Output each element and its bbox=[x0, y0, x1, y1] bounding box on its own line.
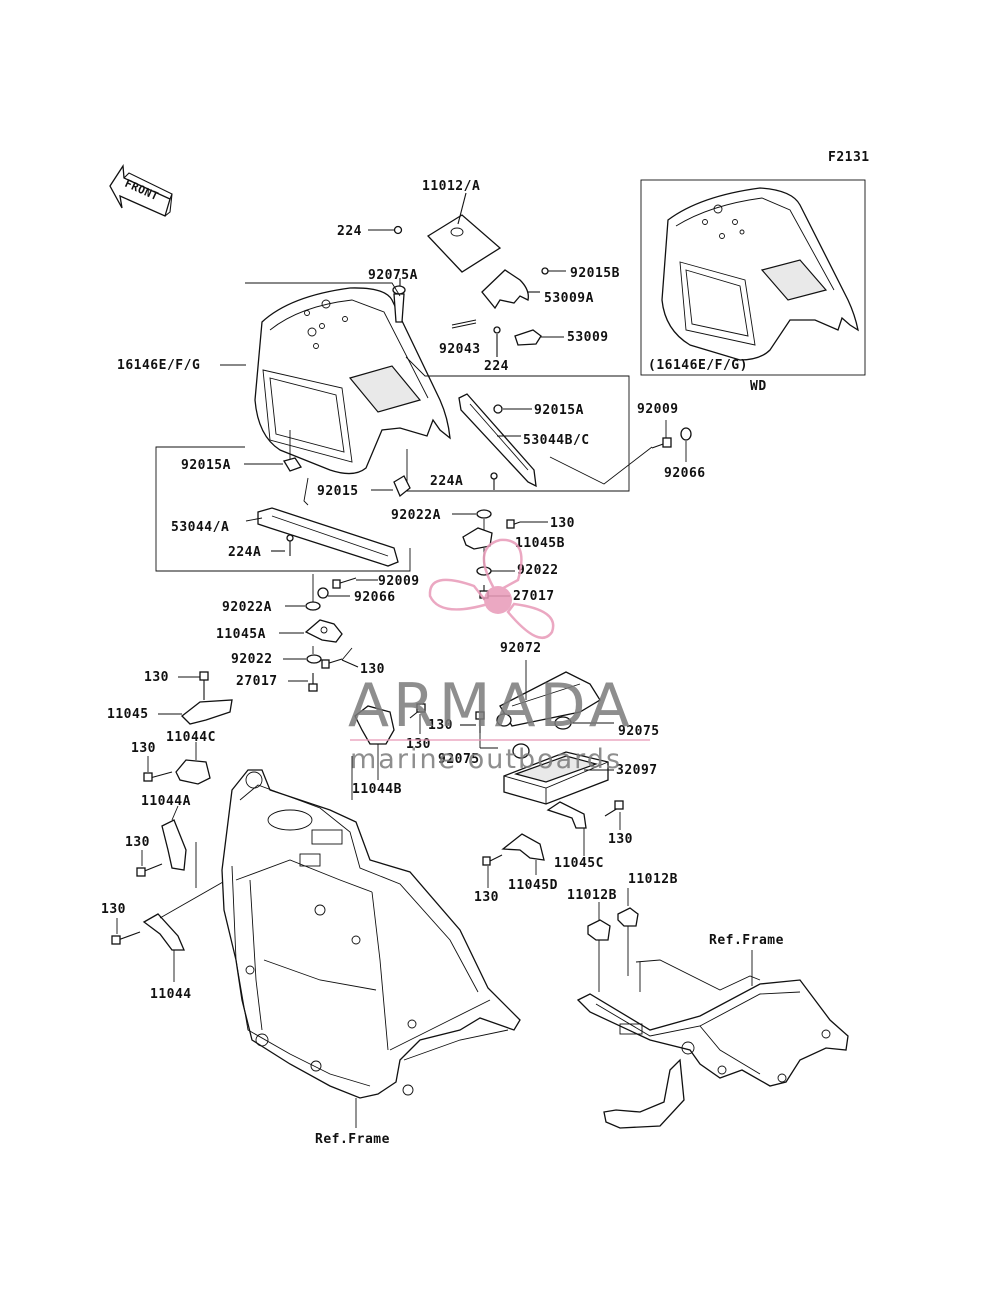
callout-11045A: 11045A bbox=[216, 627, 266, 642]
callout-92066: 92066 bbox=[664, 466, 706, 481]
callout-92009: 92009 bbox=[637, 402, 679, 417]
callout-130: 130 bbox=[131, 741, 156, 756]
callout-224: 224 bbox=[484, 359, 509, 374]
callout-92015B: 92015B bbox=[570, 266, 620, 281]
callout-53044BC: 53044B/C bbox=[523, 433, 590, 448]
front-arrow-icon: FRONT bbox=[109, 164, 173, 217]
callout-53009A: 53009A bbox=[544, 291, 594, 306]
callout-92009: 92009 bbox=[378, 574, 420, 589]
callout-224A: 224A bbox=[430, 474, 463, 489]
callout-92075: 92075 bbox=[618, 724, 660, 739]
callout-27017: 27017 bbox=[513, 589, 555, 604]
callout-53044A: 53044/A bbox=[171, 520, 229, 535]
watermark-logo: ARMADA marine outboards bbox=[348, 538, 650, 775]
callout-130: 130 bbox=[144, 670, 169, 685]
callout-16146EFG: 16146E/F/G bbox=[117, 358, 200, 373]
battery-area bbox=[460, 660, 639, 992]
rear-rail bbox=[458, 393, 692, 490]
variant-box: (16146E/F/G) WD bbox=[640, 179, 866, 394]
callout-11045B: 11045B bbox=[515, 536, 565, 551]
callout-11044B: 11044B bbox=[352, 782, 402, 797]
callout-92015A: 92015A bbox=[181, 458, 231, 473]
bracket-11044B bbox=[351, 703, 426, 800]
seat-cowl bbox=[254, 287, 451, 475]
callout-130: 130 bbox=[428, 718, 453, 733]
callout-130: 130 bbox=[550, 516, 575, 531]
callout-92072: 92072 bbox=[500, 641, 542, 656]
callout-92075: 92075 bbox=[438, 752, 480, 767]
callout-32097: 32097 bbox=[616, 763, 658, 778]
callout-130: 130 bbox=[125, 835, 150, 850]
callout-130: 130 bbox=[608, 832, 633, 847]
callout-11045D: 11045D bbox=[508, 878, 558, 893]
callout-92022A: 92022A bbox=[222, 600, 272, 615]
callout-130: 130 bbox=[360, 662, 385, 677]
sub-frame bbox=[576, 950, 849, 1129]
callout-27017: 27017 bbox=[236, 674, 278, 689]
watermark-tagline: marine outboards bbox=[350, 744, 622, 775]
callout-92075A: 92075A bbox=[368, 268, 418, 283]
callout-92022: 92022 bbox=[517, 563, 559, 578]
left-hardware bbox=[279, 574, 378, 692]
callout-labels: 11012/A 224 92075A 92015B 53009A 92043 2… bbox=[101, 179, 784, 1147]
callout-11045C: 11045C bbox=[554, 856, 604, 871]
callout-11044: 11044 bbox=[150, 987, 192, 1002]
variant-model-label: WD bbox=[750, 379, 767, 394]
callout-92066: 92066 bbox=[354, 590, 396, 605]
propeller-icon bbox=[428, 538, 555, 639]
callout-130: 130 bbox=[101, 902, 126, 917]
main-frame bbox=[221, 769, 521, 1128]
watermark-brand: ARMADA bbox=[348, 671, 634, 741]
callout-92015: 92015 bbox=[317, 484, 359, 499]
callout-ref-frame-main: Ref.Frame bbox=[315, 1132, 390, 1147]
clip-92015 bbox=[371, 475, 411, 498]
diagram-code: F2131 bbox=[828, 150, 870, 165]
callout-11012B: 11012B bbox=[628, 872, 678, 887]
left-rail bbox=[244, 457, 399, 567]
callout-130: 130 bbox=[474, 890, 499, 905]
callout-11044A: 11044A bbox=[141, 794, 191, 809]
callout-ref-frame-sub: Ref.Frame bbox=[709, 933, 784, 948]
callout-92043: 92043 bbox=[439, 342, 481, 357]
callout-92022A: 92022A bbox=[391, 508, 441, 523]
left-brackets bbox=[111, 671, 233, 982]
callout-224A: 224A bbox=[228, 545, 261, 560]
callout-11012A: 11012/A bbox=[422, 179, 480, 194]
callout-11012B: 11012B bbox=[567, 888, 617, 903]
callout-53009: 53009 bbox=[567, 330, 609, 345]
callout-92022: 92022 bbox=[231, 652, 273, 667]
variant-part-label: (16146E/F/G) bbox=[648, 358, 748, 373]
callout-11045: 11045 bbox=[107, 707, 149, 722]
callout-92015A: 92015A bbox=[534, 403, 584, 418]
callout-224: 224 bbox=[337, 224, 362, 239]
callout-11044C: 11044C bbox=[166, 730, 216, 745]
cover-plate bbox=[368, 192, 566, 357]
